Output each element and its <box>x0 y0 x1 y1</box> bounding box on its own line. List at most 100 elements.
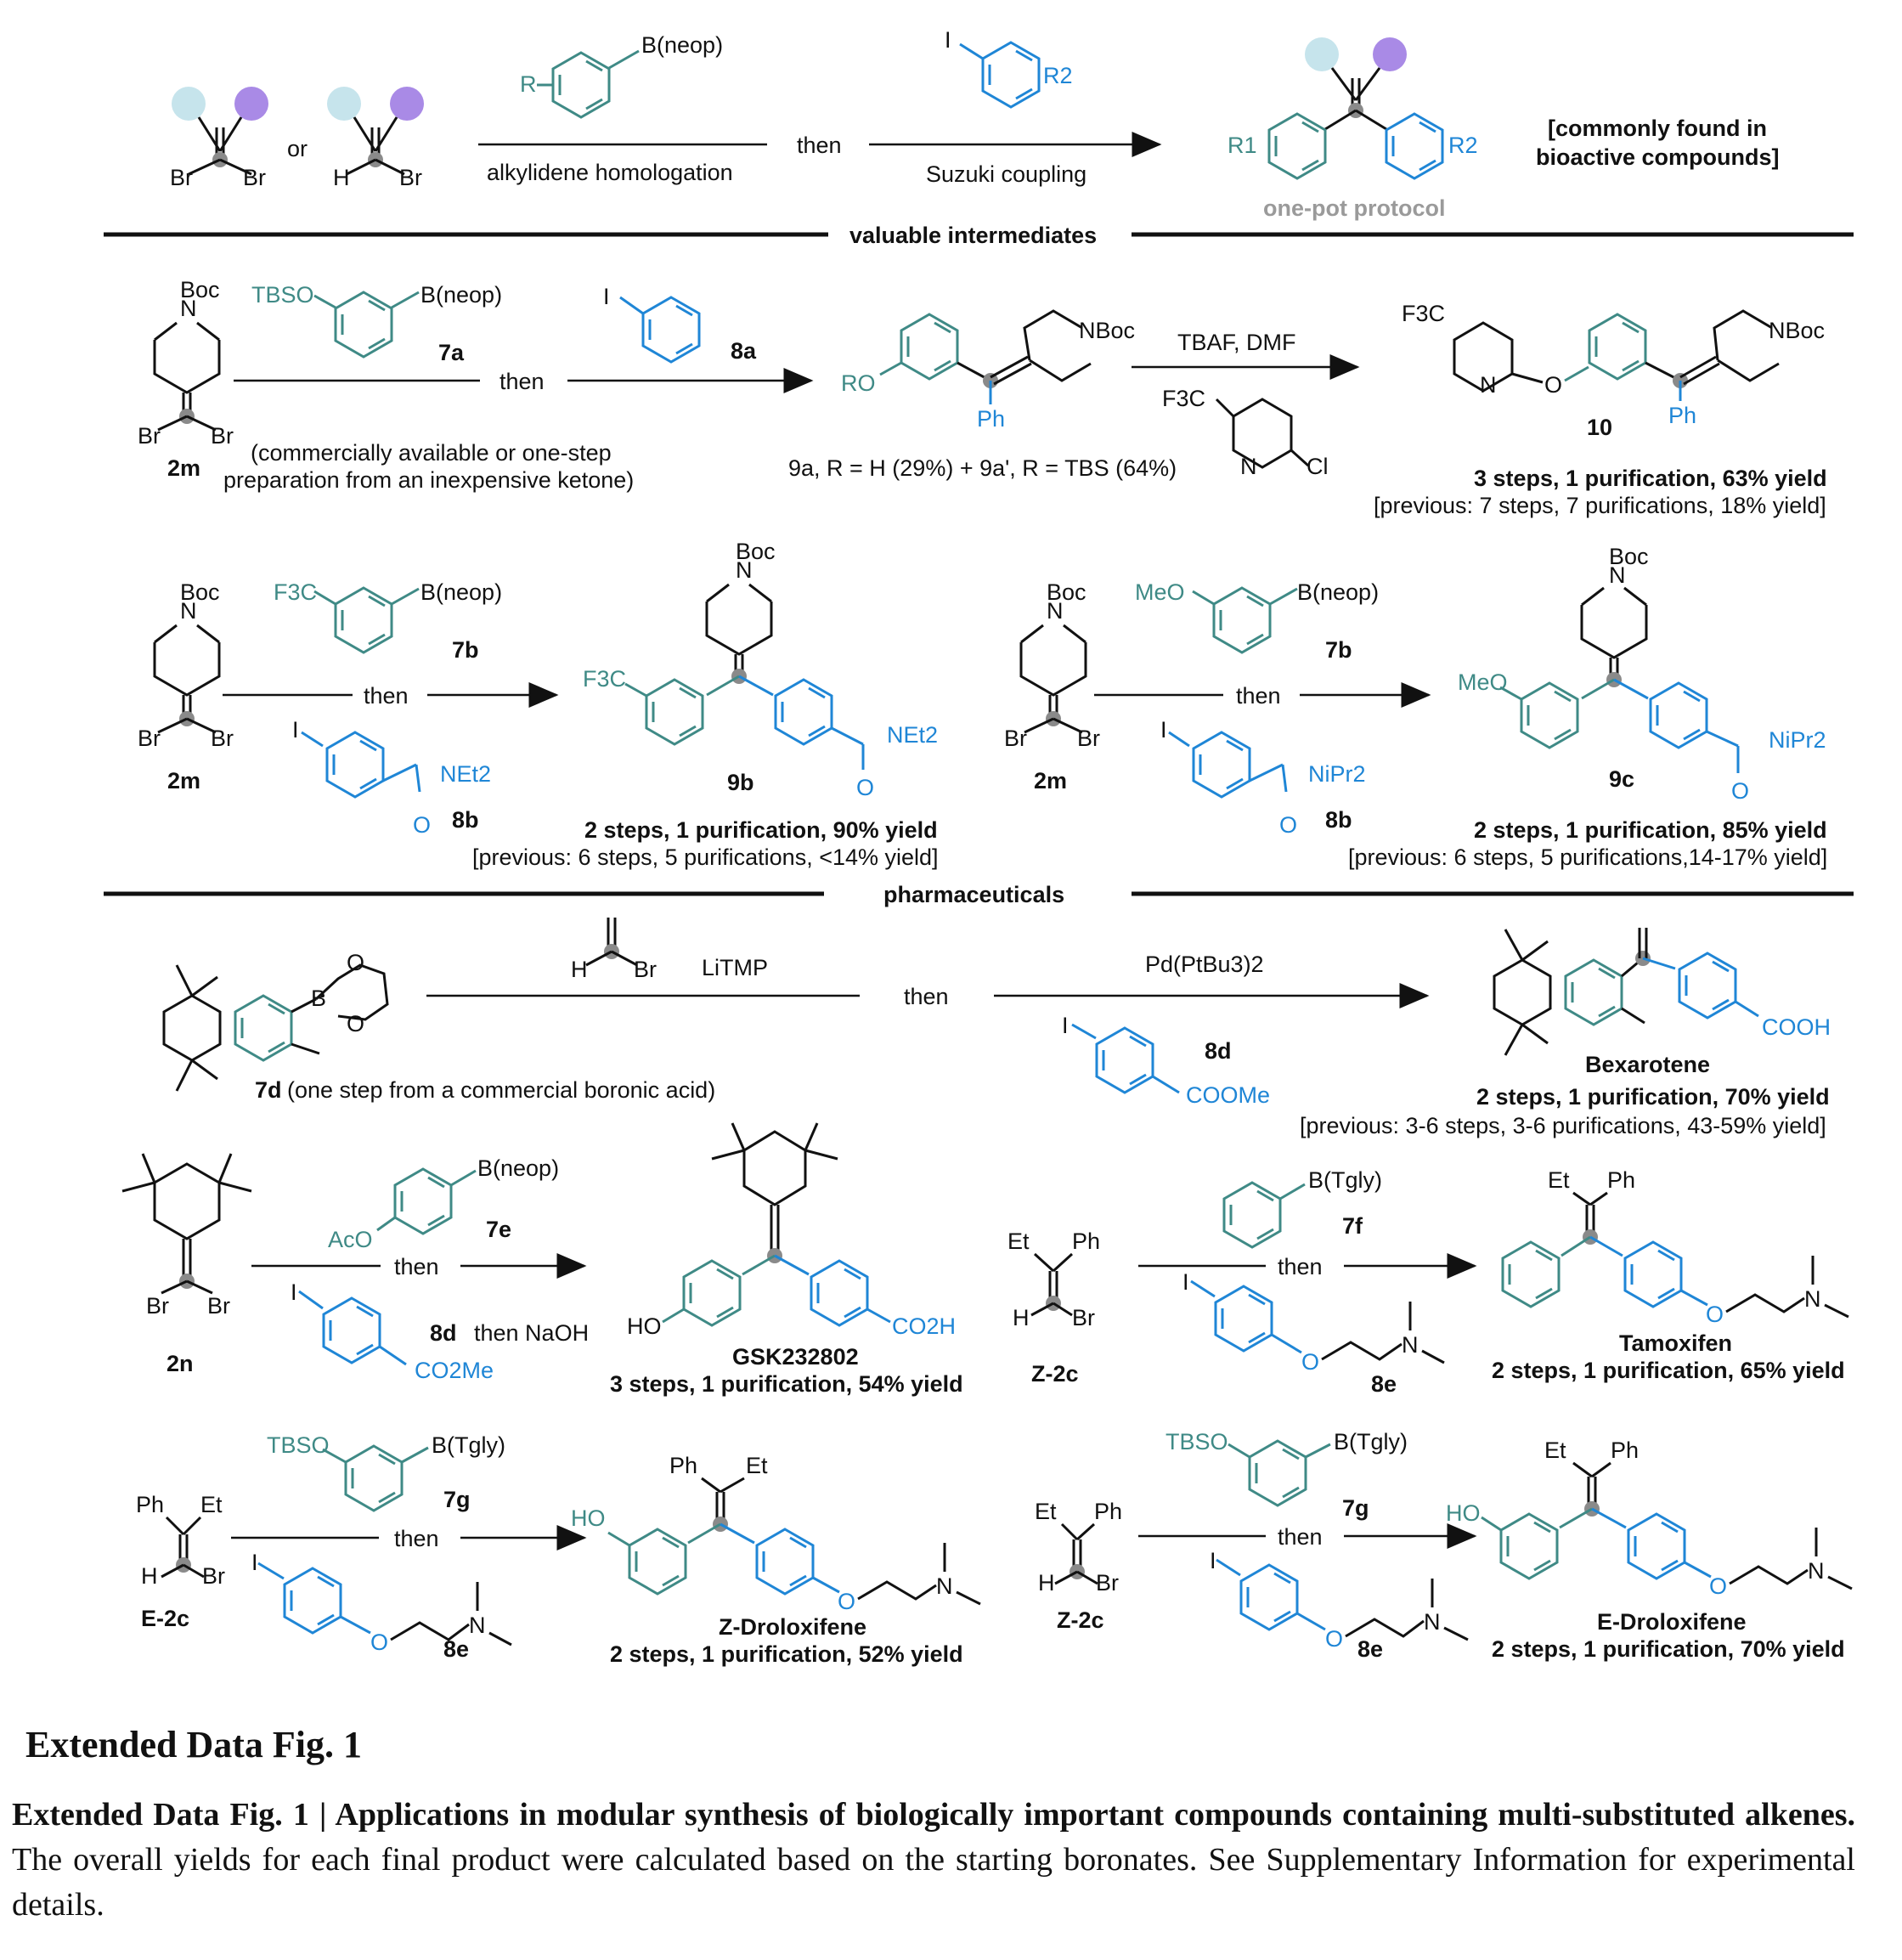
start-note-line-2: preparation from an inexpensive ketone) <box>223 467 634 493</box>
compound-label-8e: 8e <box>443 1636 469 1662</box>
reagent-7b-methoxy: MeO B(neop) <box>1135 579 1379 654</box>
header-product: R1 R2 <box>1228 37 1478 180</box>
compound-e-2c: Ph Et H Br <box>136 1492 225 1589</box>
aco-label: AcO <box>328 1227 373 1252</box>
et-label: Et <box>1548 1167 1570 1193</box>
amide-label: NEt2 <box>887 722 938 748</box>
reagent-8e: I O N <box>1182 1269 1445 1375</box>
reagent-7f: B(Tgly) <box>1222 1167 1382 1249</box>
f3c-label: F3C <box>274 579 317 605</box>
compound-2m: Boc N Br Br <box>138 277 234 449</box>
reagent-7g: TBSO B(Tgly) <box>1165 1429 1408 1507</box>
n-label: N <box>1047 598 1064 624</box>
compound-label-8b: 8b <box>1325 807 1352 833</box>
product-yield: 2 steps, 1 purification, 70% yield <box>1476 1084 1830 1110</box>
o-label: O <box>1279 812 1297 838</box>
compound-label-10: 10 <box>1587 415 1612 440</box>
reagent-8a: I <box>603 284 701 364</box>
catalyst-label: Pd(PtBu3)2 <box>1145 952 1264 977</box>
ph-label: Ph <box>136 1492 164 1517</box>
nboc-label: NBoc <box>1079 318 1135 343</box>
compound-label-7b: 7b <box>452 637 479 663</box>
reagent-8d: I CO2Me <box>291 1279 494 1383</box>
product-tamoxifen: Et Ph O N <box>1501 1167 1849 1327</box>
h-label: H <box>1038 1570 1055 1596</box>
br-label: Br <box>399 165 422 190</box>
et-label: Et <box>1007 1229 1030 1254</box>
start-note-line-1: (commercially available or one-step <box>251 440 612 466</box>
o-label: O <box>838 1589 855 1614</box>
br-label: Br <box>243 165 266 190</box>
boronate-label: B(Tgly) <box>1334 1429 1408 1454</box>
ph-label: Ph <box>669 1453 697 1478</box>
reagent-8b-amide: I O NiPr2 <box>1160 717 1366 838</box>
vinyl-bromide-reagent: H Br <box>571 918 657 982</box>
compound-label-8a: 8a <box>731 338 757 364</box>
br-label: Br <box>202 1563 225 1589</box>
product-e-droloxifene: Et Ph HO O N <box>1446 1438 1853 1599</box>
br-label: Br <box>1072 1305 1095 1330</box>
reagent-chloropyridine: F3C N Cl <box>1162 386 1329 479</box>
product-z-droloxifene: Ph Et HO O N <box>571 1453 981 1614</box>
product-yield: 2 steps, 1 purification, 65% yield <box>1492 1358 1845 1383</box>
boc-label: Boc <box>180 277 220 302</box>
caption-lead: Extended Data Fig. 1 | Applications in m… <box>12 1797 1855 1833</box>
product-9b: Boc N F3C O NEt2 <box>583 539 938 800</box>
n-label: N <box>180 598 197 624</box>
br-label: Br <box>1096 1570 1119 1596</box>
then-label: then <box>499 369 545 394</box>
h-label: H <box>141 1563 158 1589</box>
n-label: N <box>1240 454 1257 479</box>
compound-label-7g: 7g <box>443 1487 471 1512</box>
n-label: N <box>1402 1332 1419 1358</box>
compound-label-z-2c: Z-2c <box>1057 1607 1104 1633</box>
i-label: I <box>251 1550 258 1575</box>
o-label: O <box>1544 372 1562 398</box>
boronate-label: B(neop) <box>641 32 723 58</box>
r2-label: R2 <box>1448 133 1478 158</box>
n-label: N <box>1609 562 1626 588</box>
reagent-note: (one step from a commercial boronic acid… <box>287 1077 715 1103</box>
boronate-label: B(neop) <box>477 1155 559 1181</box>
caption-body: The overall yields for each final produc… <box>12 1842 1855 1923</box>
boronate-label: B(neop) <box>1297 579 1379 605</box>
n-label: N <box>1804 1286 1821 1312</box>
compound-label-7f: 7f <box>1342 1213 1363 1239</box>
i-label: I <box>1182 1269 1189 1295</box>
ro-label: RO <box>841 370 876 396</box>
ho-label: HO <box>1446 1500 1481 1526</box>
o-label: O <box>1709 1573 1727 1599</box>
amide-label: NEt2 <box>440 761 491 787</box>
compound-label-9b: 9b <box>727 770 754 795</box>
then-label: then <box>394 1526 439 1551</box>
br-label: Br <box>138 423 161 449</box>
then-label: then <box>797 133 842 158</box>
product-name: Tamoxifen <box>1619 1330 1732 1356</box>
acid-label: CO2H <box>892 1313 956 1339</box>
one-pot-label: one-pot protocol <box>1263 195 1445 221</box>
br-label: Br <box>1077 726 1100 751</box>
h-label: H <box>333 165 350 190</box>
et-label: Et <box>746 1453 768 1478</box>
product-yield: 2 steps, 1 purification, 85% yield <box>1474 817 1827 843</box>
boronate-label: B(neop) <box>420 579 502 605</box>
n-label: N <box>469 1613 486 1638</box>
meo-label: MeO <box>1458 669 1508 695</box>
boron-label: B <box>311 986 326 1011</box>
product-name: Bexarotene <box>1585 1052 1710 1077</box>
boc-label: Boc <box>1609 544 1649 569</box>
compound-label-2n: 2n <box>166 1351 194 1376</box>
compound-label-2m: 2m <box>167 768 200 794</box>
section-title-pharmaceuticals: pharmaceuticals <box>883 882 1064 907</box>
ph-label: Ph <box>977 406 1005 432</box>
n-label: N <box>736 557 753 583</box>
ph-label: Ph <box>1611 1438 1639 1463</box>
i-label: I <box>291 1279 297 1305</box>
compound-z-2c: Et Ph H Br <box>1007 1229 1100 1330</box>
product-yield: 2 steps, 1 purification, 90% yield <box>584 817 938 843</box>
ph-label: Ph <box>1668 403 1696 428</box>
boc-label: Boc <box>180 579 220 605</box>
tbso-label: TBSO <box>267 1432 330 1458</box>
i-label: I <box>603 284 610 309</box>
ph-label: Ph <box>1094 1499 1122 1524</box>
